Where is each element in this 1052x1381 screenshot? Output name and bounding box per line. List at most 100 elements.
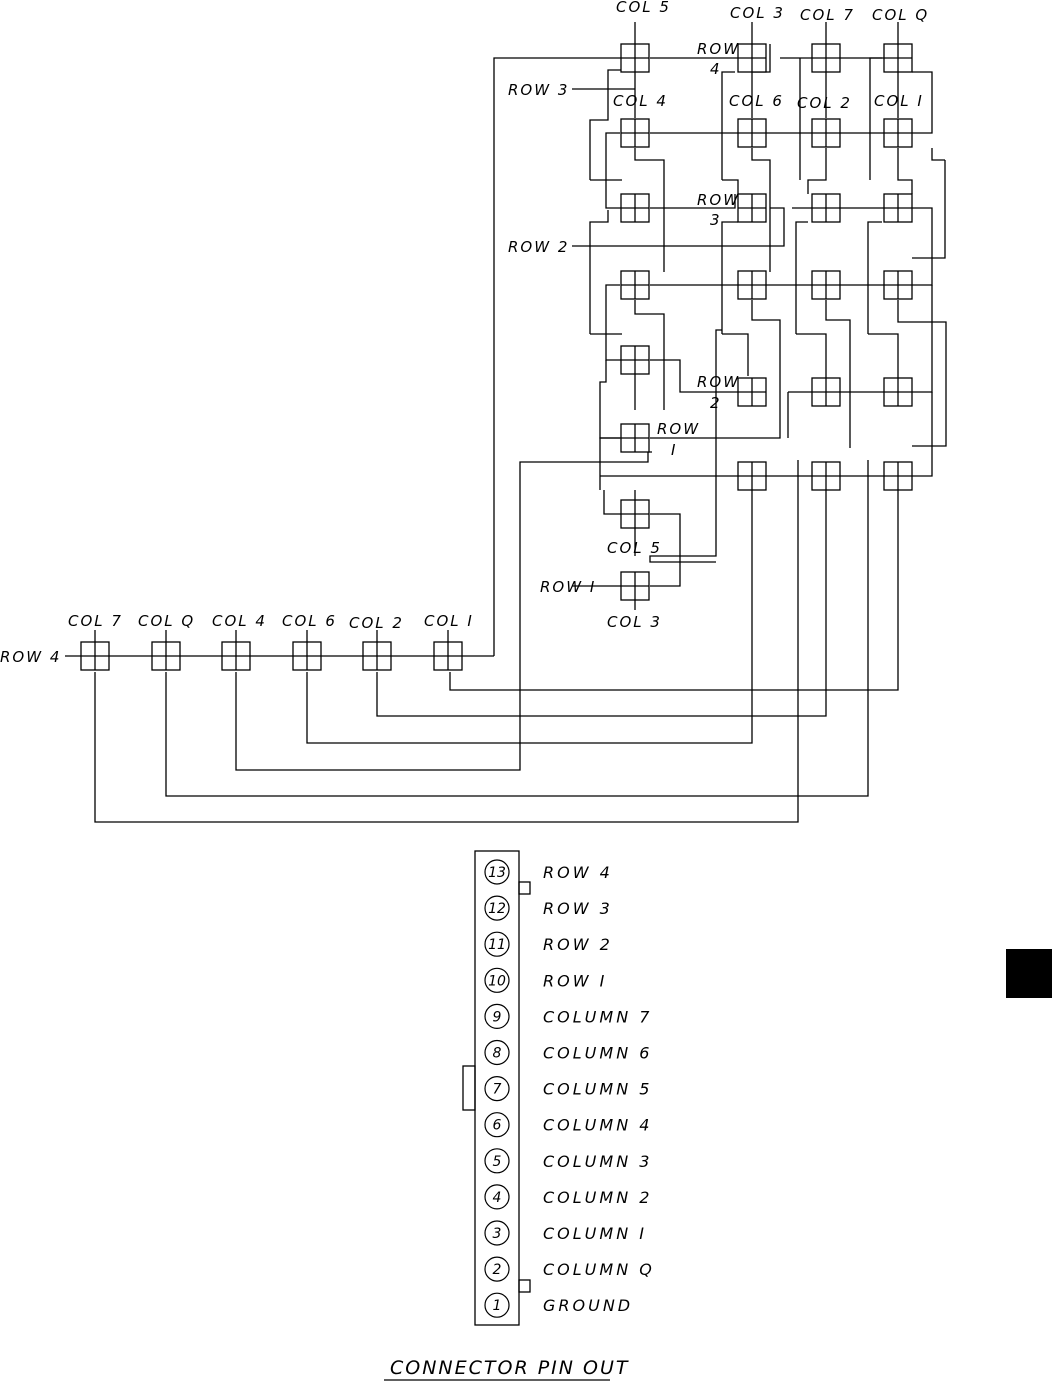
pin-label: ROW 4 — [543, 863, 613, 882]
connector-pin: 4 COLUMN 2 — [484, 1184, 652, 1210]
pin-number: 7 — [493, 1082, 502, 1098]
label-row1-left: ROW I — [540, 578, 596, 596]
switch-box — [737, 43, 767, 73]
pin-number: 2 — [493, 1262, 502, 1278]
pin-label: COLUMN 6 — [543, 1044, 652, 1063]
switch-box — [737, 377, 767, 407]
pin-label: COLUMN 3 — [543, 1152, 652, 1171]
label-bottom-col: COL I — [424, 612, 474, 630]
connector-title: CONNECTOR PIN OUT — [390, 1357, 630, 1379]
connector-pin: 11 ROW 2 — [484, 931, 613, 957]
label-bottom-col5: COL 5 — [607, 539, 662, 557]
label-row2-mid: ROW — [697, 373, 740, 391]
connector-pin: 8 COLUMN 6 — [484, 1039, 652, 1066]
switch-box — [811, 193, 841, 223]
label-bottom-row4: ROW 4 — [0, 648, 61, 666]
label-bottom-col: COL 7 — [68, 612, 123, 630]
connector-pin: 6 COLUMN 4 — [484, 1112, 652, 1138]
connector-pin: 2 COLUMN Q — [484, 1256, 655, 1282]
bottom-row-labels: ROW 4 COL 7 COL Q COL 4 COL 6 COL 2 COL … — [0, 612, 474, 666]
pin-label: COLUMN 4 — [543, 1116, 652, 1135]
switch-box — [221, 641, 251, 671]
switch-box — [620, 571, 650, 601]
label-bottom-col: COL 6 — [282, 612, 337, 630]
label-bottom-col: COL 2 — [349, 614, 404, 632]
switch-box — [811, 43, 841, 73]
page-tab-marker — [1006, 949, 1052, 998]
pin-label: ROW 3 — [543, 899, 613, 918]
switch-box — [811, 461, 841, 491]
pin-number: 1 — [493, 1298, 502, 1314]
pin-number: 12 — [488, 901, 506, 917]
switch-box — [620, 193, 650, 223]
label-col2: COL 2 — [797, 94, 852, 112]
label-top-col0: COL Q — [872, 6, 929, 24]
pin-label: ROW I — [543, 971, 607, 990]
switch-box — [883, 461, 913, 491]
switch-grid — [80, 43, 913, 671]
pin-number: 8 — [493, 1046, 502, 1062]
switch-box — [620, 345, 650, 375]
switch-box — [620, 423, 650, 453]
switch-box — [620, 499, 650, 529]
connector-pin: 1 GROUND — [484, 1292, 633, 1318]
pin-label: COLUMN 5 — [543, 1080, 652, 1099]
switch-box — [433, 641, 463, 671]
label-row1-mid: ROW — [657, 420, 700, 438]
switch-box — [362, 641, 392, 671]
label-col6: COL 6 — [729, 92, 784, 110]
switch-box — [883, 270, 913, 300]
switch-box — [883, 377, 913, 407]
label-row1-num: I — [671, 441, 677, 459]
connector-pin: 13 ROW 4 — [484, 859, 613, 885]
pin-number: 10 — [488, 973, 506, 989]
switch-box — [811, 270, 841, 300]
connector-pin: 5 COLUMN 3 — [484, 1148, 652, 1174]
pin-label: COLUMN 2 — [543, 1188, 652, 1207]
pin-label: COLUMN Q — [543, 1260, 655, 1279]
label-bottom-col3: COL 3 — [607, 613, 662, 631]
switch-box — [151, 641, 181, 671]
switch-box — [620, 118, 650, 148]
label-top-col3: COL 3 — [730, 4, 785, 22]
pin-number: 6 — [493, 1118, 502, 1134]
pin-label: COLUMN I — [543, 1224, 647, 1243]
label-row3-mid: ROW — [697, 191, 740, 209]
connector-pin: 7 COLUMN 5 — [484, 1075, 652, 1102]
label-col1: COL I — [874, 92, 924, 110]
pin-number: 9 — [493, 1009, 502, 1025]
label-top-col7: COL 7 — [800, 6, 855, 24]
label-row2-left: ROW 2 — [508, 238, 569, 256]
pin-number: 4 — [493, 1190, 502, 1206]
switch-box — [811, 118, 841, 148]
switch-box — [883, 118, 913, 148]
switch-box — [620, 43, 650, 73]
label-row2-num: 2 — [710, 394, 722, 412]
switch-box — [811, 377, 841, 407]
pin-number: 13 — [488, 865, 506, 881]
connector-pin: 12 ROW 3 — [484, 895, 613, 921]
connector-title-group: CONNECTOR PIN OUT — [384, 1357, 630, 1381]
pin-label: ROW 2 — [543, 935, 613, 954]
label-bottom-col: COL Q — [138, 612, 195, 630]
label-row4-top: ROW — [697, 40, 740, 58]
switch-box — [620, 270, 650, 300]
label-row4-num: 4 — [710, 60, 722, 78]
pin-number: 11 — [488, 937, 506, 953]
switch-box — [292, 641, 322, 671]
switch-box — [737, 270, 767, 300]
pin-number: 5 — [493, 1154, 502, 1170]
switch-box — [883, 43, 913, 73]
label-row3-left: ROW 3 — [508, 81, 569, 99]
switch-box — [737, 118, 767, 148]
label-col4: COL 4 — [613, 92, 668, 110]
label-top-col5: COL 5 — [616, 0, 671, 16]
pin-label: GROUND — [543, 1296, 633, 1315]
pin-number: 3 — [493, 1226, 502, 1242]
connector-pin: 10 ROW I — [484, 967, 607, 993]
wiring-traces — [65, 22, 947, 823]
